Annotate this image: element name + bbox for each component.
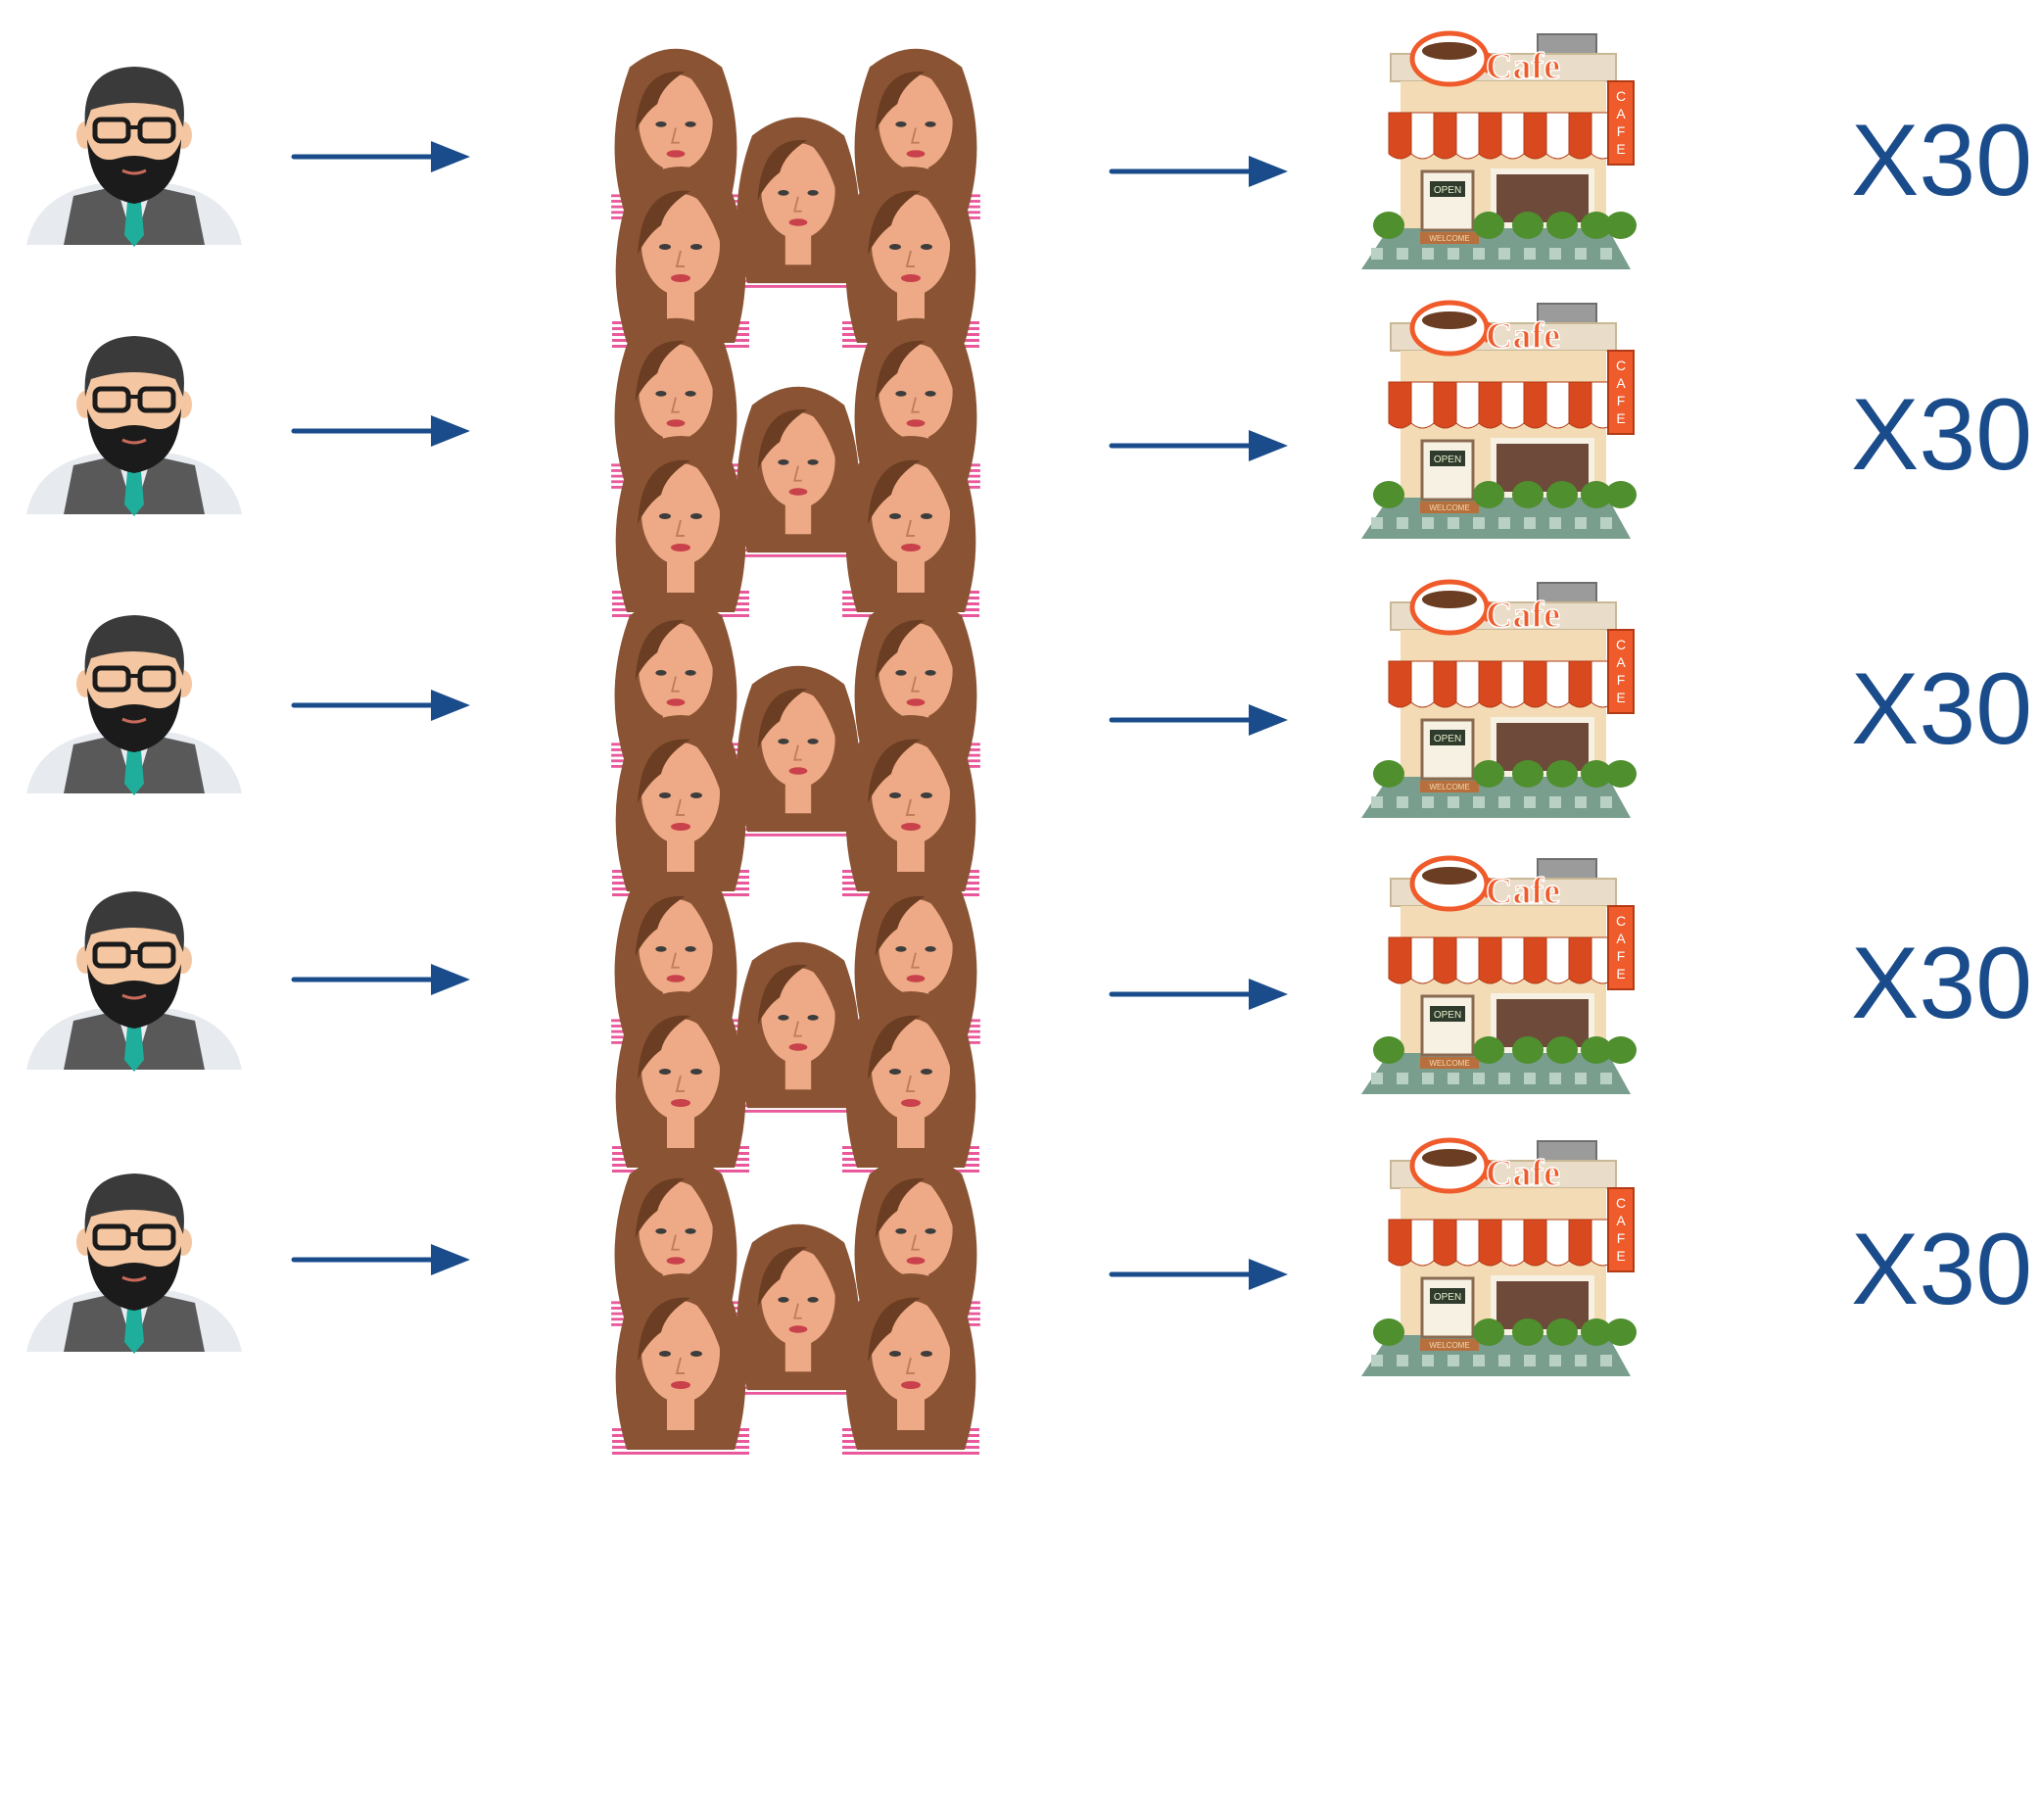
svg-text:F: F — [1617, 1230, 1626, 1246]
svg-text:E: E — [1616, 690, 1625, 705]
arrow-right-icon — [294, 964, 470, 995]
welcome-mat-text: WELCOME — [1429, 1059, 1469, 1068]
arrow-right-icon — [294, 1244, 470, 1275]
open-sign-text: OPEN — [1434, 185, 1461, 196]
cafe-sign-text: Cafe — [1486, 315, 1560, 357]
multiplier-label: X30 — [1851, 933, 2032, 1034]
women-group-icon — [611, 874, 980, 1175]
cafe-sign-text: Cafe — [1486, 595, 1560, 636]
svg-text:C: C — [1616, 88, 1626, 104]
open-sign-text: OPEN — [1434, 1292, 1461, 1303]
svg-text:E: E — [1616, 1248, 1625, 1264]
svg-text:E: E — [1616, 410, 1625, 426]
open-sign-text: OPEN — [1434, 455, 1461, 465]
svg-text:C: C — [1616, 913, 1626, 929]
svg-text:A: A — [1616, 106, 1626, 121]
welcome-mat-text: WELCOME — [1429, 1341, 1469, 1350]
svg-text:C: C — [1616, 1195, 1626, 1211]
arrow-right-icon — [1112, 156, 1288, 187]
businessman-avatar-icon — [26, 891, 242, 1072]
arrow-right-icon — [1112, 1259, 1288, 1290]
businessman-avatar-icon — [26, 336, 242, 516]
svg-text:F: F — [1617, 123, 1626, 139]
arrow-right-icon — [294, 141, 470, 172]
women-group-icon — [611, 49, 980, 351]
welcome-mat-text: WELCOME — [1429, 234, 1469, 243]
arrow-right-icon — [1112, 704, 1288, 736]
svg-text:F: F — [1617, 672, 1626, 688]
women-group-icon — [611, 1156, 980, 1458]
businessman-avatar-icon — [26, 67, 242, 247]
multiplier-label: X30 — [1851, 110, 2032, 212]
multiplier-label: X30 — [1851, 384, 2032, 486]
svg-text:A: A — [1616, 654, 1626, 670]
women-group-icon — [611, 318, 980, 620]
cafe-sign-text: Cafe — [1486, 871, 1560, 912]
multiplier-label: X30 — [1851, 658, 2032, 760]
arrow-right-icon — [1112, 979, 1288, 1010]
svg-text:C: C — [1616, 358, 1626, 373]
svg-text:E: E — [1616, 141, 1625, 157]
businessman-avatar-icon — [26, 615, 242, 795]
svg-text:A: A — [1616, 375, 1626, 391]
cafe-sign-text: Cafe — [1486, 46, 1560, 87]
svg-text:C: C — [1616, 637, 1626, 652]
cafe-sign-text: Cafe — [1486, 1153, 1560, 1194]
svg-text:A: A — [1616, 1213, 1626, 1228]
welcome-mat-text: WELCOME — [1429, 783, 1469, 791]
arrow-right-icon — [1112, 430, 1288, 461]
open-sign-text: OPEN — [1434, 734, 1461, 744]
svg-text:F: F — [1617, 948, 1626, 964]
arrow-right-icon — [294, 415, 470, 447]
svg-text:A: A — [1616, 931, 1626, 946]
welcome-mat-text: WELCOME — [1429, 503, 1469, 512]
multiplier-label: X30 — [1851, 1219, 2032, 1320]
svg-text:F: F — [1617, 393, 1626, 408]
women-group-icon — [611, 598, 980, 899]
businessman-avatar-icon — [26, 1173, 242, 1354]
open-sign-text: OPEN — [1434, 1010, 1461, 1021]
svg-text:E: E — [1616, 966, 1625, 982]
arrow-right-icon — [294, 690, 470, 721]
